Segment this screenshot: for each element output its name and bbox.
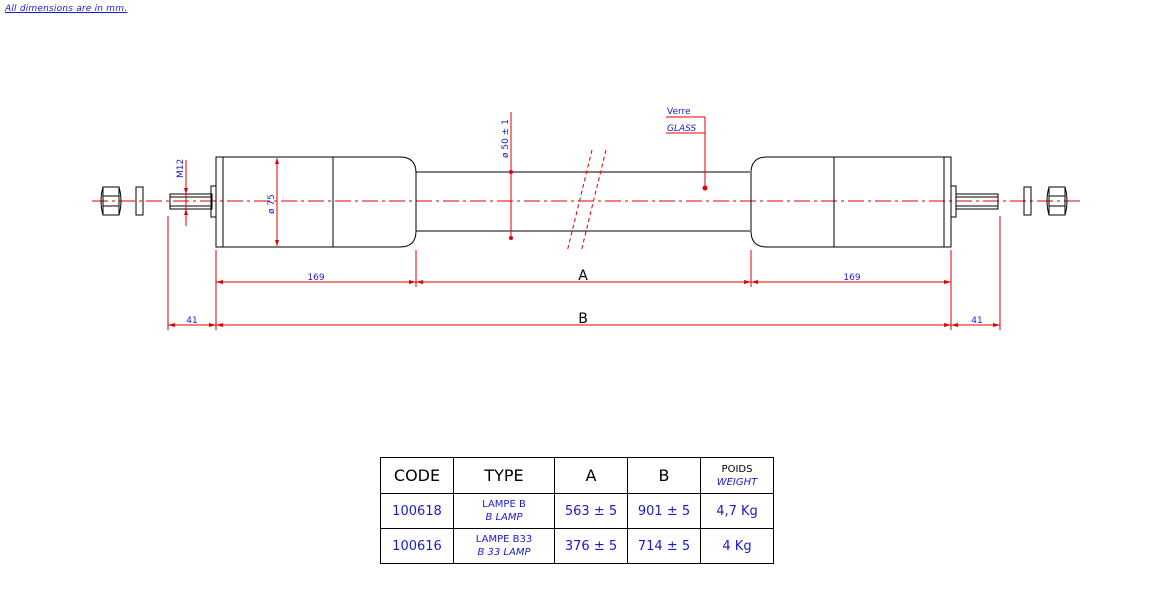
row-type: LAMPE B B LAMP — [453, 493, 555, 529]
row-b: 714 ± 5 — [627, 528, 701, 564]
material-leader: Verre GLASS — [666, 107, 708, 191]
right-nut — [1046, 186, 1068, 216]
left-washer — [135, 186, 144, 216]
table-row: 100616 LAMPE B33 B 33 LAMP 376 ± 5 714 ±… — [380, 528, 774, 564]
header-b: B — [627, 457, 701, 494]
units-note: All dimensions are in mm. — [5, 4, 128, 14]
header-a: A — [554, 457, 628, 494]
left-nut — [100, 186, 122, 216]
left-end-cap — [215, 156, 417, 248]
row-type-fr: LAMPE B33 — [475, 534, 533, 545]
row-type-en: B 33 LAMP — [477, 547, 531, 558]
material-fr-label: Verre — [667, 107, 691, 117]
lamp-drawing: ø 75 ø 50 ± 1 M12 Verre GLASS 169 A 1 — [92, 107, 1082, 330]
row-weight: 4,7 Kg — [700, 493, 774, 529]
row-type-fr: LAMPE B — [482, 499, 526, 510]
right-end-cap — [750, 156, 952, 248]
dim-right-stud-label: 41 — [971, 316, 982, 326]
header-type: TYPE — [453, 457, 555, 494]
extension-lines — [167, 216, 1001, 330]
row-code: 100616 — [380, 528, 454, 564]
diameter-end-label: ø 75 — [267, 194, 277, 214]
row-code: 100618 — [380, 493, 454, 529]
row-type: LAMPE B33 B 33 LAMP — [453, 528, 555, 564]
material-en-label: GLASS — [667, 124, 697, 134]
header-weight-fr: POIDS — [721, 463, 753, 475]
row-weight: 4 Kg — [700, 528, 774, 564]
thread-dim: M12 — [176, 159, 188, 226]
dim-row-lower: 41 B 41 — [168, 311, 1000, 327]
thread-label: M12 — [176, 159, 186, 178]
right-stud — [950, 185, 999, 218]
diameter-tube-dim: ø 50 ± 1 — [501, 112, 513, 240]
dim-a-label: A — [578, 268, 588, 284]
spec-table: CODE TYPE A B POIDS WEIGHT 100618 LAMPE … — [380, 457, 774, 564]
diameter-tube-label: ø 50 ± 1 — [501, 119, 511, 158]
dim-row-upper: 169 A 169 — [216, 268, 951, 284]
row-type-en: B LAMP — [485, 512, 523, 523]
dim-right-cap-label: 169 — [843, 273, 860, 283]
row-a: 376 ± 5 — [554, 528, 628, 564]
glass-tube — [416, 171, 750, 232]
dim-b-label: B — [578, 311, 588, 327]
diameter-end-dim: ø 75 — [267, 158, 279, 246]
header-weight: POIDS WEIGHT — [700, 457, 774, 494]
header-code: CODE — [380, 457, 454, 494]
break-marks — [566, 149, 607, 253]
table-header-row: CODE TYPE A B POIDS WEIGHT — [380, 457, 774, 494]
table-row: 100618 LAMPE B B LAMP 563 ± 5 901 ± 5 4,… — [380, 493, 774, 529]
right-washer — [1023, 186, 1032, 216]
row-a: 563 ± 5 — [554, 493, 628, 529]
header-weight-en: WEIGHT — [716, 476, 758, 488]
dim-left-stud-label: 41 — [186, 316, 197, 326]
row-b: 901 ± 5 — [627, 493, 701, 529]
dim-left-cap-label: 169 — [307, 273, 324, 283]
